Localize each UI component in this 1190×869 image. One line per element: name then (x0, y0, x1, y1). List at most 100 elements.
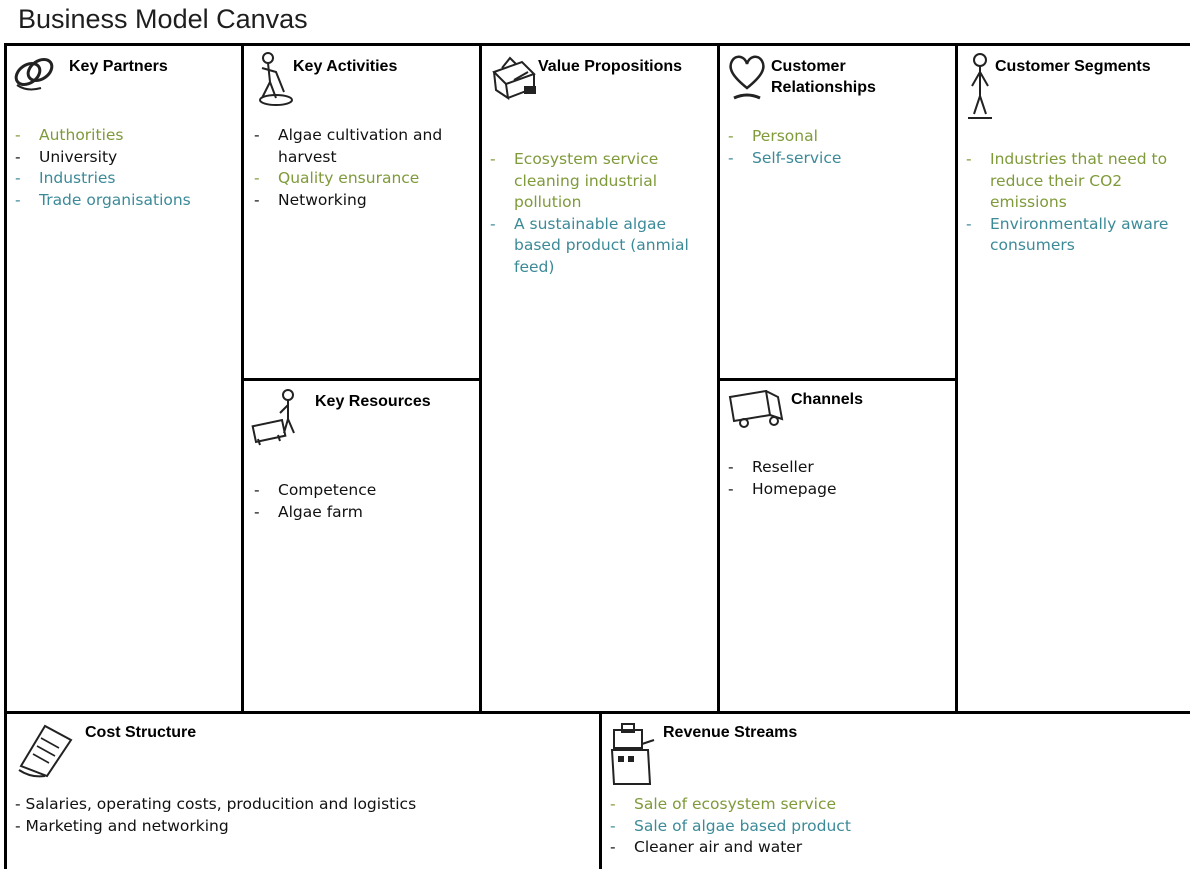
cash-register-icon (608, 720, 658, 790)
cost-structure-list: - Salaries, operating costs, producition… (15, 794, 595, 837)
channels-list: -Reseller-Homepage (728, 457, 953, 500)
interlocked-rings-icon (11, 52, 59, 92)
key-partners-list: -Authorities-University-Industries-Trade… (15, 125, 241, 211)
bullet-dash: - (15, 126, 21, 144)
bullet-dash: - (610, 795, 616, 813)
key-resources-box: Key Resources -Competence-Algae farm (241, 378, 482, 714)
bullet-dash: - (728, 479, 734, 498)
list-item-text: Homepage (752, 479, 837, 498)
bullet-dash: - (610, 816, 616, 835)
key-resources-title: Key Resources (315, 393, 431, 410)
list-item-text: Industries that need to reduce their CO2… (990, 150, 1168, 211)
list-item: -Environmentally aware consumers (966, 214, 1184, 257)
key-resources-list: -Competence-Algae farm (254, 480, 476, 523)
list-item: -Reseller (728, 457, 953, 479)
revenue-streams-title: Revenue Streams (663, 724, 798, 741)
list-item: -Competence (254, 480, 476, 502)
customer-segments-box: Customer Segments -Industries that need … (955, 43, 1190, 714)
bullet-dash: - (610, 838, 616, 856)
key-activities-title: Key Activities (293, 58, 398, 75)
list-item: -A sustainable algae based product (anmi… (490, 214, 715, 279)
list-item: -Authorities (15, 125, 241, 147)
list-item: -Algae cultivation and harvest (254, 125, 476, 168)
list-item: -Ecosystem service cleaning industrial p… (490, 149, 715, 214)
bullet-dash: - (254, 190, 260, 209)
list-item: -Industries that need to reduce their CO… (966, 149, 1184, 214)
value-propositions-title: Value Propositions (538, 58, 683, 75)
truck-icon (726, 385, 788, 429)
bullet-dash: - (728, 458, 734, 476)
list-item: -Self-service (728, 148, 953, 170)
list-item: -Homepage (728, 479, 953, 501)
list-item-text: Environmentally aware consumers (990, 214, 1169, 255)
channels-title: Channels (791, 391, 864, 408)
list-item-text: Algae farm (278, 502, 363, 521)
bullet-dash: - (966, 150, 972, 168)
list-item-text: - Marketing and networking (15, 816, 229, 835)
customer-segments-list: -Industries that need to reduce their CO… (966, 149, 1184, 257)
list-item-text: Quality ensurance (278, 169, 420, 187)
list-item: -Sale of ecosystem service (610, 794, 1180, 816)
customer-relationships-title: Customer Relationships (771, 58, 876, 96)
list-item-text: Industries (39, 169, 116, 187)
list-item-text: Competence (278, 481, 377, 499)
list-item: -University (15, 147, 241, 169)
list-item: - Marketing and networking (15, 816, 595, 838)
list-item-text: Self-service (752, 148, 842, 167)
key-activities-box: Key Activities -Algae cultivation and ha… (241, 43, 482, 381)
list-item: - Salaries, operating costs, producition… (15, 794, 595, 816)
revenue-streams-box: Revenue Streams -Sale of ecosystem servi… (599, 711, 1190, 869)
list-item: -Algae farm (254, 502, 476, 524)
list-item-text: Cleaner air and water (634, 838, 803, 856)
customer-segments-title: Customer Segments (995, 58, 1151, 75)
list-item-text: - Salaries, operating costs, producition… (15, 795, 417, 813)
document-icon (15, 720, 77, 778)
cost-structure-box: Cost Structure - Salaries, operating cos… (4, 711, 602, 869)
list-item-text: Sale of ecosystem service (634, 795, 836, 813)
list-item-text: Reseller (752, 458, 814, 476)
bullet-dash: - (254, 502, 260, 521)
list-item: -Quality ensurance (254, 168, 476, 190)
bullet-dash: - (15, 190, 21, 209)
list-item-text: Sale of algae based product (634, 816, 851, 835)
bullet-dash: - (254, 481, 260, 499)
list-item: -Cleaner air and water (610, 837, 1180, 859)
bullet-dash: - (966, 214, 972, 233)
list-item-text: Authorities (39, 126, 124, 144)
channels-box: Channels -Reseller-Homepage (717, 378, 958, 714)
list-item: -Personal (728, 126, 953, 148)
list-item: -Networking (254, 190, 476, 212)
list-item-text: Personal (752, 127, 818, 145)
value-propositions-list: -Ecosystem service cleaning industrial p… (490, 149, 715, 278)
list-item: -Trade organisations (15, 190, 241, 212)
list-item-text: Trade organisations (39, 190, 191, 209)
revenue-streams-list: -Sale of ecosystem service-Sale of algae… (610, 794, 1180, 859)
list-item-text: University (39, 147, 118, 166)
bullet-dash: - (728, 127, 734, 145)
page-title: Business Model Canvas (18, 4, 308, 34)
bullet-dash: - (728, 148, 734, 167)
bullet-dash: - (15, 169, 21, 187)
person-working-icon (250, 50, 294, 108)
list-item: -Industries (15, 168, 241, 190)
list-item: -Sale of algae based product (610, 816, 1180, 838)
gift-icon (488, 52, 540, 101)
customer-relationships-box: Customer Relationships -Personal-Self-se… (717, 43, 958, 381)
value-propositions-box: Value Propositions -Ecosystem service cl… (479, 43, 720, 714)
bullet-dash: - (490, 150, 496, 168)
list-item-text: Networking (278, 190, 367, 209)
customer-relationships-list: -Personal-Self-service (728, 126, 953, 169)
bullet-dash: - (254, 126, 260, 144)
bullet-dash: - (490, 214, 496, 233)
person-standing-icon (964, 52, 996, 122)
list-item-text: Ecosystem service cleaning industrial po… (514, 150, 659, 211)
bullet-dash: - (254, 169, 260, 187)
heart-icon (726, 52, 768, 100)
cost-structure-title: Cost Structure (85, 724, 197, 741)
list-item-text: Algae cultivation and harvest (278, 126, 443, 166)
person-with-machine-icon (250, 387, 302, 451)
key-activities-list: -Algae cultivation and harvest-Quality e… (254, 125, 476, 211)
key-partners-title: Key Partners (69, 58, 168, 75)
list-item-text: A sustainable algae based product (anmia… (514, 214, 689, 276)
